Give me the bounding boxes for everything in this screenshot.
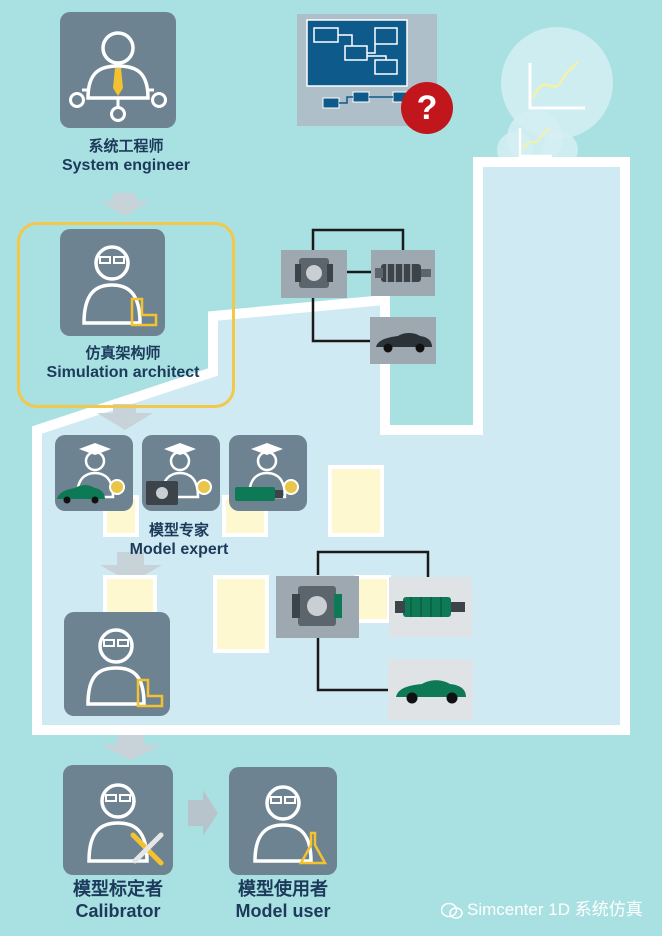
gearbox-icon — [395, 597, 465, 617]
award-badge-icon — [109, 479, 125, 495]
question-icon: ? — [401, 82, 453, 134]
upper-connectors — [311, 228, 405, 343]
calibrator-label: 模型标定者 Calibrator — [30, 878, 206, 922]
simulation-architect-label: 仿真架构师 Simulation architect — [22, 344, 224, 383]
graduation-cap-icon — [251, 443, 283, 455]
ruler-icon — [130, 297, 158, 327]
calibrator-zh: 模型标定者 — [73, 879, 163, 899]
gearbox-component — [371, 250, 435, 296]
simulation-architect-en: Simulation architect — [46, 364, 200, 381]
award-badge-icon — [196, 479, 212, 495]
simulation-architect-tile — [60, 229, 165, 336]
engine-component — [281, 250, 347, 298]
person-glasses-icon — [87, 783, 164, 866]
factory-outline — [32, 157, 630, 735]
engine-icon — [292, 586, 342, 626]
model-expert-en: Model expert — [129, 541, 229, 558]
gearbox-icon — [235, 487, 275, 501]
model-expert-vehicle-tile — [55, 435, 133, 511]
flask-icon — [298, 831, 328, 865]
model-expert-gearbox-tile — [229, 435, 307, 511]
graduation-cap-icon — [79, 443, 111, 455]
wrench-screwdriver-icon — [130, 832, 164, 866]
person-network-icon — [69, 31, 167, 122]
car-component-detailed — [388, 659, 473, 720]
person-glasses-icon — [86, 628, 164, 708]
system-engineer-label: 系统工程师 System engineer — [40, 137, 212, 176]
car-icon — [376, 333, 432, 353]
graduation-cap-icon — [164, 443, 196, 455]
engine-component-detailed — [276, 576, 359, 638]
simulation-architect-zh: 仿真架构师 — [85, 345, 161, 362]
model-user-en: Model user — [235, 901, 331, 921]
gearbox-icon — [375, 264, 431, 282]
model-user-tile — [229, 767, 337, 875]
gearbox-component-detailed — [389, 577, 472, 637]
watermark-text: Simcenter 1D 系统仿真 — [467, 900, 643, 919]
flow-arrows — [97, 193, 218, 836]
ruler-icon — [136, 678, 164, 708]
engine-icon — [295, 258, 333, 288]
car-icon — [396, 680, 466, 704]
system-engineer-zh: 系统工程师 — [88, 138, 164, 155]
factory-window — [355, 575, 391, 623]
factory-window — [328, 465, 384, 537]
wechat-icon — [441, 902, 463, 919]
award-badge-icon — [283, 479, 299, 495]
person-glasses-icon — [253, 785, 328, 865]
model-expert-zh: 模型专家 — [148, 522, 209, 539]
person-glasses-icon — [82, 245, 158, 327]
calibrator-tile — [63, 765, 173, 875]
model-user-zh: 模型使用者 — [238, 879, 328, 899]
model-expert-engine-tile — [142, 435, 220, 511]
model-expert-label: 模型专家 Model expert — [98, 521, 260, 560]
car-component — [370, 317, 436, 364]
system-engineer-tile — [60, 12, 176, 128]
tie-icon — [113, 68, 123, 96]
model-user-label: 模型使用者 Model user — [208, 878, 358, 922]
car-icon — [57, 485, 105, 499]
simulation-architect-highlight — [17, 222, 235, 408]
system-engineer-en: System engineer — [61, 157, 191, 174]
calibrator-en: Calibrator — [75, 901, 161, 921]
model-builder-tile — [64, 612, 170, 716]
watermark: Simcenter 1D 系统仿真 — [441, 895, 643, 920]
factory-window — [213, 575, 269, 653]
